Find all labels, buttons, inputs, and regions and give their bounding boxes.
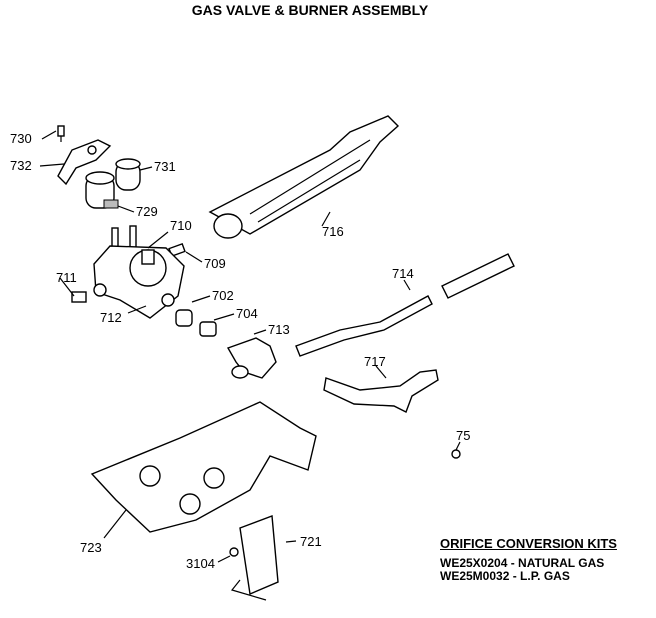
orifice-kits-title: ORIFICE CONVERSION KITS	[440, 536, 617, 551]
callout-704: 704	[236, 306, 258, 321]
callout-723: 723	[80, 540, 102, 555]
part-711-fitting	[71, 291, 87, 303]
part-714-tube	[295, 253, 515, 357]
callout-716: 716	[322, 224, 344, 239]
part-730-screw	[57, 125, 65, 142]
callout-713: 713	[268, 322, 290, 337]
callout-732: 732	[10, 158, 32, 173]
part-716-burner	[208, 115, 400, 239]
part-704-fitting	[199, 321, 217, 337]
callout-714: 714	[392, 266, 414, 281]
part-732-bracket	[57, 139, 112, 186]
diagram-title: GAS VALVE & BURNER ASSEMBLY	[191, 2, 429, 18]
callout-717: 717	[364, 354, 386, 369]
part-713-elbow	[226, 337, 277, 379]
leader-lines	[39, 130, 461, 563]
orifice-kits-panel: ORIFICE CONVERSION KITS WE25X0204 - NATU…	[440, 536, 617, 583]
part-3104-screw	[229, 547, 239, 557]
callout-721: 721	[300, 534, 322, 549]
callout-730: 730	[10, 131, 32, 146]
callout-711: 711	[56, 270, 77, 285]
callout-731: 731	[154, 159, 176, 174]
callout-709: 709	[204, 256, 226, 271]
part-729-coil	[85, 171, 119, 209]
part-731-coil	[115, 158, 141, 191]
callout-710: 710	[170, 218, 192, 233]
callout-712: 712	[100, 310, 122, 325]
callout-75: 75	[456, 428, 470, 443]
part-712-valve-body	[93, 245, 185, 319]
callout-729: 729	[136, 204, 158, 219]
part-721-bracket	[230, 515, 279, 601]
part-702-fitting	[175, 309, 193, 327]
part-75-screw	[451, 449, 461, 459]
kit-lp-gas: WE25M0032 - L.P. GAS	[440, 569, 570, 583]
callout-3104: 3104	[186, 556, 215, 571]
part-717-igniter	[323, 369, 439, 413]
part-723-bracket	[90, 401, 317, 533]
kit-natural-gas: WE25X0204 - NATURAL GAS	[440, 556, 605, 570]
callout-702: 702	[212, 288, 234, 303]
